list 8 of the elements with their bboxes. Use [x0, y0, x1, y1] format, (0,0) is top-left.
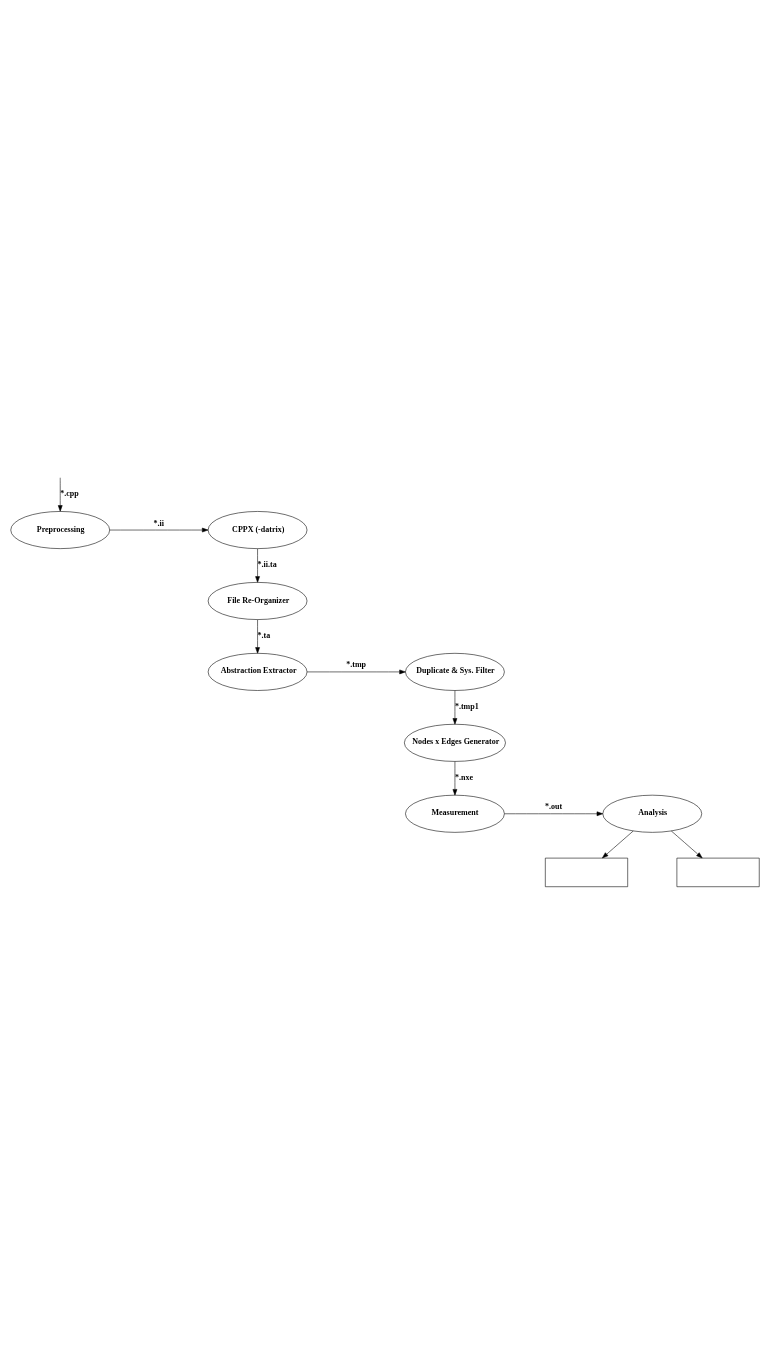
edge-label: *.ta [257, 630, 271, 640]
edge-label: *.tmp [346, 659, 367, 669]
edge-label: *.ii [153, 518, 164, 528]
edge-label: *.nxe [454, 772, 473, 782]
edge-label: *.ii.ta [257, 559, 277, 569]
edge-label: *.cpp [60, 488, 79, 498]
edge-label: *.tmp1 [454, 701, 479, 711]
edge-label: *.out [545, 801, 563, 811]
